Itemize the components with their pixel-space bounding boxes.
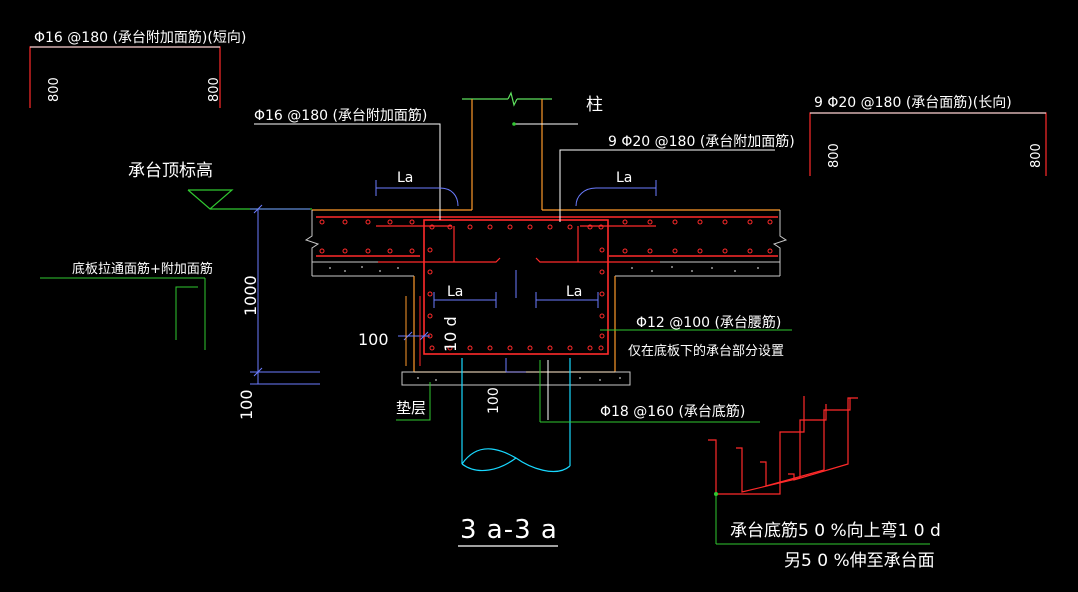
- section-title-text: 3 a-3 a: [460, 515, 558, 545]
- la-top-right: La: [616, 170, 632, 186]
- top-additional-bar-label: Φ16 @180 (承台附加面筋): [254, 107, 427, 124]
- cap-top-elevation: 承台顶标高: [128, 161, 312, 210]
- la-mid-right: La: [566, 284, 582, 300]
- side-cover-dim: 100: [358, 330, 389, 349]
- bent-bars-note-line2: 另5 0 %伸至承台面: [784, 551, 935, 571]
- pile: 100: [461, 358, 760, 472]
- cap-top-elevation-label: 承台顶标高: [128, 161, 213, 181]
- anchorage-dimensions: La La La La: [375, 170, 657, 308]
- pile-embed-dim: 100: [486, 387, 502, 414]
- short-direction-bar-detail: Φ16 @180 (承台附加面筋)(短向) 800 800: [29, 29, 246, 108]
- waist-bar-label: Φ12 @100 (承台腰筋): [636, 314, 781, 331]
- short-direction-right-length: 800: [207, 77, 222, 102]
- waist-bar-note: 仅在底板下的承台部分设置: [628, 343, 784, 359]
- bent-bars-note: 承台底筋5 0 %向上弯1 0 d 另5 0 %伸至承台面: [714, 492, 941, 571]
- cap-depth-dim: 1000: [241, 275, 260, 316]
- column: 柱: [462, 91, 603, 210]
- column-label: 柱: [586, 95, 603, 115]
- long-direction-bar-detail: 9 Φ20 @180 (承台面筋)(长向) 800 800: [809, 94, 1047, 176]
- long-direction-bar-label: 9 Φ20 @180 (承台面筋)(长向): [814, 94, 1012, 111]
- bent-bars-note-line1: 承台底筋5 0 %向上弯1 0 d: [730, 521, 941, 541]
- rebars: [316, 216, 778, 355]
- slab-bars-label: 底板拉通面筋+附加面筋: [72, 261, 213, 277]
- short-direction-bar-label: Φ16 @180 (承台附加面筋)(短向): [34, 29, 246, 46]
- cushion-leader: 垫层: [396, 382, 431, 421]
- cushion-label: 垫层: [396, 399, 426, 417]
- slab-bars-leader: 底板拉通面筋+附加面筋: [40, 261, 213, 350]
- waist-bar-leader: Φ12 @100 (承台腰筋) 仅在底板下的承台部分设置: [600, 314, 792, 359]
- cushion-depth-dim: 100: [237, 389, 256, 420]
- la-top-left: La: [397, 170, 413, 186]
- bottom-bar-label: Φ18 @160 (承台底筋): [600, 403, 745, 420]
- hook-length-dim: 10 d: [441, 316, 460, 352]
- short-direction-left-length: 800: [47, 77, 62, 102]
- section-title: 3 a-3 a: [458, 515, 558, 547]
- vertical-dimensions: 1000 100 100 10 d: [237, 204, 460, 420]
- bent-bars-detail: [708, 396, 858, 495]
- top-additional-bar-2-label: 9 Φ20 @180 (承台附加面筋): [608, 133, 795, 150]
- long-direction-right-length: 800: [1029, 143, 1044, 168]
- long-direction-left-length: 800: [827, 143, 842, 168]
- la-mid-left: La: [447, 284, 463, 300]
